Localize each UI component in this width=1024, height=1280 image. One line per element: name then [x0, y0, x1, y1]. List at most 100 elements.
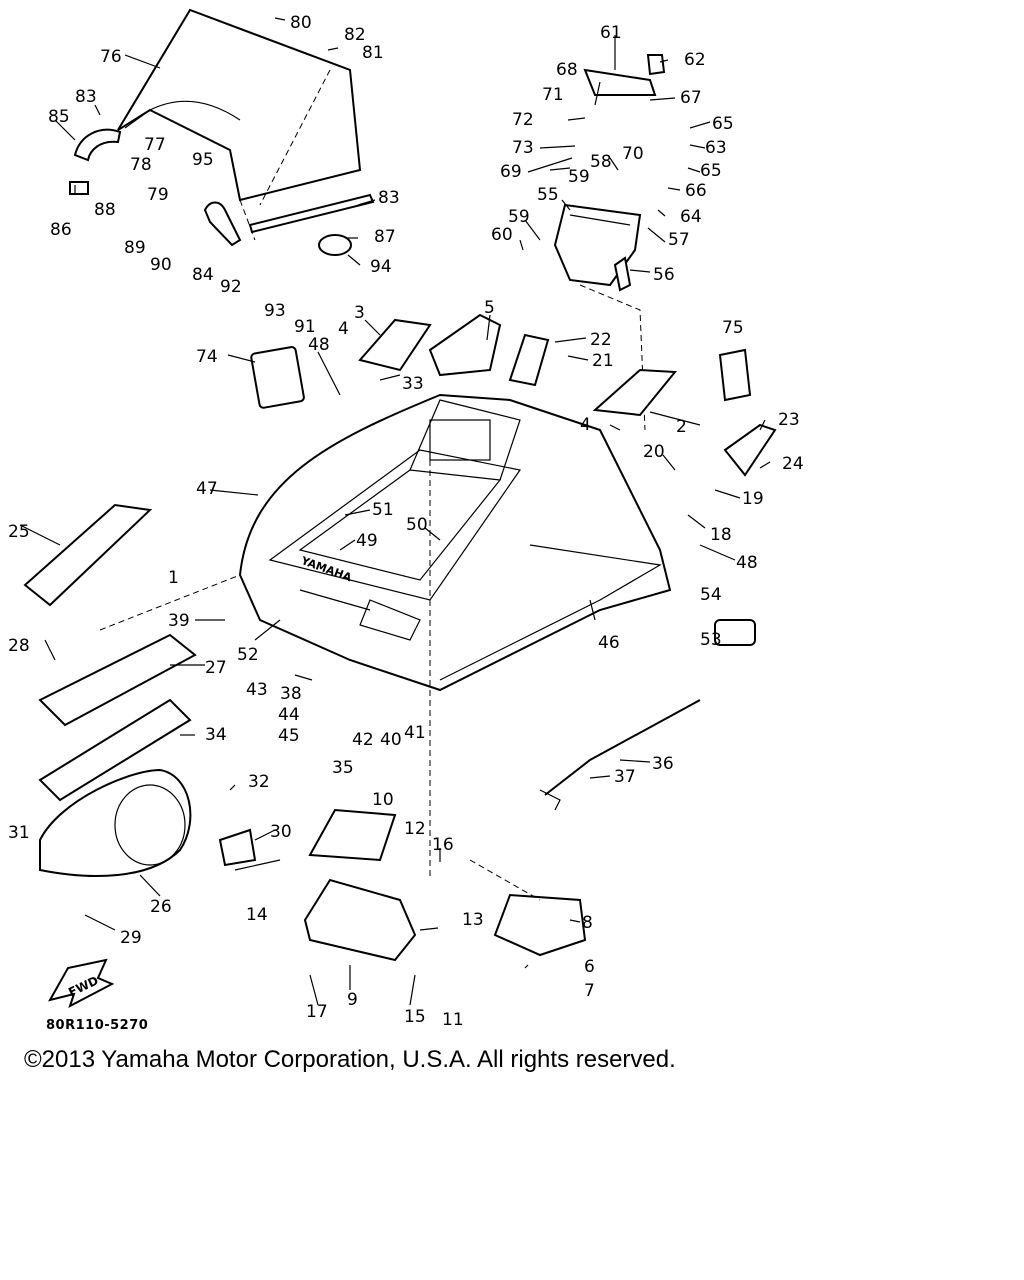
- callout-53: 53: [700, 630, 722, 650]
- callout-36: 36: [652, 754, 674, 774]
- callout-47: 47: [196, 479, 218, 499]
- callout-57: 57: [668, 230, 690, 250]
- callout-60: 60: [491, 225, 513, 245]
- box-8: [493, 893, 587, 957]
- callout-33: 33: [402, 374, 424, 394]
- callout-5: 5: [484, 298, 495, 318]
- callout-85: 85: [48, 107, 70, 127]
- callout-45: 45: [278, 726, 300, 746]
- callout-80: 80: [290, 13, 312, 33]
- callout-81: 81: [362, 43, 384, 63]
- callout-90: 90: [150, 255, 172, 275]
- callout-26: 26: [150, 897, 172, 917]
- callout-78: 78: [130, 155, 152, 175]
- drawing-code: 80R110-5270: [46, 1018, 149, 1033]
- bracket-61: [583, 68, 657, 96]
- callout-labels: 1 2 3 4 4 5 6 7 8 9 10 11 12 13 14 15 16…: [8, 13, 804, 1030]
- callout-56: 56: [653, 265, 675, 285]
- callout-27: 27: [205, 658, 227, 678]
- callout-72: 72: [512, 110, 534, 130]
- clip-30: [218, 828, 257, 867]
- callout-64: 64: [680, 207, 702, 227]
- callout-37: 37: [614, 767, 636, 787]
- callout-2: 2: [676, 417, 687, 437]
- callout-3: 3: [354, 303, 365, 323]
- callout-71: 71: [542, 85, 564, 105]
- callout-58: 58: [590, 152, 612, 172]
- callout-23: 23: [778, 410, 800, 430]
- callout-22: 22: [590, 330, 612, 350]
- callout-77: 77: [144, 135, 166, 155]
- callout-87: 87: [374, 227, 396, 247]
- callout-50: 50: [406, 515, 428, 535]
- callout-76: 76: [100, 47, 122, 67]
- callout-11: 11: [442, 1010, 464, 1030]
- callout-17: 17: [306, 1002, 328, 1022]
- callout-91: 91: [294, 317, 316, 337]
- callout-44: 44: [278, 705, 300, 725]
- callout-6: 6: [584, 957, 595, 977]
- callout-28: 28: [8, 636, 30, 656]
- grille-22: [508, 333, 550, 387]
- mat-2: [592, 368, 678, 417]
- callout-70: 70: [622, 144, 644, 164]
- callout-4b: 4: [580, 415, 591, 435]
- callout-31: 31: [8, 823, 30, 843]
- callout-48a: 48: [308, 335, 330, 355]
- callout-18: 18: [710, 525, 732, 545]
- clip-86: [69, 181, 89, 195]
- callout-21: 21: [592, 351, 614, 371]
- bracket-27: [38, 633, 197, 727]
- callout-1: 1: [168, 568, 179, 588]
- callout-83b: 83: [378, 188, 400, 208]
- callout-62: 62: [684, 50, 706, 70]
- callout-8: 8: [582, 913, 593, 933]
- callout-66: 66: [685, 181, 707, 201]
- callout-65b: 65: [700, 161, 722, 181]
- grommet-94: [318, 234, 352, 256]
- callout-30: 30: [270, 822, 292, 842]
- rail-25: [23, 503, 153, 607]
- hose-56: [613, 256, 632, 292]
- callout-24: 24: [782, 454, 804, 474]
- callout-49: 49: [356, 531, 378, 551]
- callout-82: 82: [344, 25, 366, 45]
- callout-63: 63: [705, 138, 727, 158]
- callout-7: 7: [584, 981, 595, 1001]
- callout-19: 19: [742, 489, 764, 509]
- cover-23: [723, 423, 777, 477]
- gasket-74: [250, 346, 305, 409]
- callout-35: 35: [332, 758, 354, 778]
- callout-51: 51: [372, 500, 394, 520]
- callout-79: 79: [147, 185, 169, 205]
- trim-strip-top: [248, 193, 375, 234]
- callout-61: 61: [600, 23, 622, 43]
- callout-95: 95: [192, 150, 214, 170]
- callout-12: 12: [404, 819, 426, 839]
- callout-48b: 48: [736, 553, 758, 573]
- bracket-9: [303, 878, 417, 962]
- copyright-notice: ©2013 Yamaha Motor Corporation, U.S.A. A…: [24, 1046, 676, 1073]
- callout-32: 32: [248, 772, 270, 792]
- cover-34: [38, 698, 192, 802]
- callout-59a: 59: [568, 167, 590, 187]
- callout-4a: 4: [338, 319, 349, 339]
- callout-73: 73: [512, 138, 534, 158]
- callout-59b: 59: [508, 207, 530, 227]
- callout-46: 46: [598, 633, 620, 653]
- cap-62: [646, 54, 666, 76]
- block-53: [714, 619, 756, 646]
- cover-10: [308, 808, 397, 862]
- callout-54: 54: [700, 585, 722, 605]
- callout-13: 13: [462, 910, 484, 930]
- callout-67: 67: [680, 88, 702, 108]
- callout-10: 10: [372, 790, 394, 810]
- callout-14: 14: [246, 905, 268, 925]
- callout-39: 39: [168, 611, 190, 631]
- callout-88: 88: [94, 200, 116, 220]
- callout-52: 52: [237, 645, 259, 665]
- cable-36: [544, 699, 701, 796]
- callout-65a: 65: [712, 114, 734, 134]
- callout-75: 75: [722, 318, 744, 338]
- callout-34: 34: [205, 725, 227, 745]
